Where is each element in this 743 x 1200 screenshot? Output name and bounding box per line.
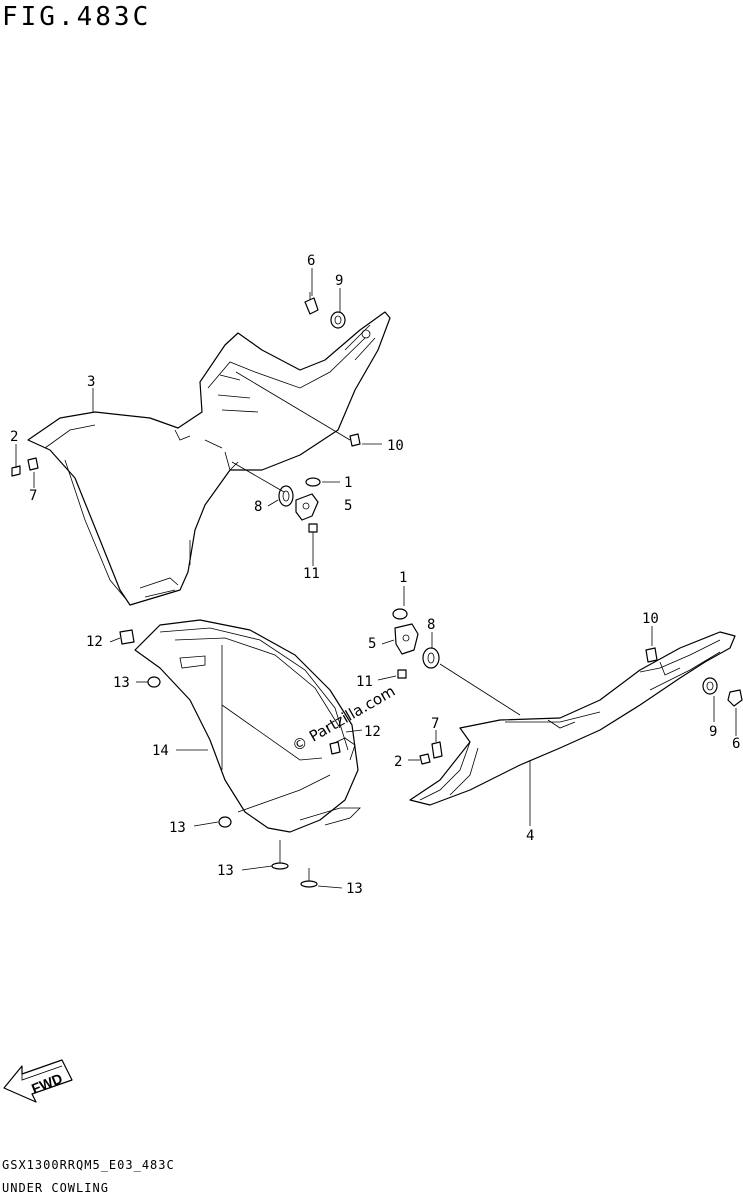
figure-name: UNDER COWLING bbox=[2, 1181, 109, 1195]
part-11-bolt-lower[interactable] bbox=[397, 669, 407, 679]
part-2-screw-lower[interactable] bbox=[419, 753, 431, 765]
part-12-clip-lower[interactable] bbox=[329, 741, 341, 755]
part-1-nut-lower[interactable] bbox=[392, 608, 408, 620]
figure-code: GSX1300RRQM5_E03_483C bbox=[2, 1158, 175, 1172]
part-12-clip-upper[interactable] bbox=[119, 629, 135, 645]
part-8-grommet-upper[interactable] bbox=[278, 485, 294, 507]
callout-13-b: 13 bbox=[169, 820, 186, 836]
leader-lines bbox=[15, 268, 737, 889]
callout-13-a: 13 bbox=[113, 675, 130, 691]
callout-13-c: 13 bbox=[217, 863, 234, 879]
callout-10-lower: 10 bbox=[642, 611, 659, 627]
callout-7-lower: 7 bbox=[431, 716, 439, 732]
part-6-screw-top[interactable] bbox=[304, 292, 319, 315]
part-10-clip-lower[interactable] bbox=[645, 647, 658, 663]
callout-5-upper: 5 bbox=[344, 498, 352, 514]
callout-4: 4 bbox=[526, 828, 534, 844]
figure-title: FIG.483C bbox=[2, 2, 152, 32]
part-10-clip-top[interactable] bbox=[349, 433, 361, 447]
callout-8-upper: 8 bbox=[254, 499, 262, 515]
fwd-arrow: FWD bbox=[3, 1059, 73, 1103]
callout-9-lower: 9 bbox=[709, 724, 717, 740]
part-13-screw-a[interactable] bbox=[147, 676, 161, 688]
part-7-nut-left[interactable] bbox=[27, 457, 39, 471]
callout-10-top: 10 bbox=[387, 438, 404, 454]
callout-1-lower: 1 bbox=[399, 570, 407, 586]
callout-13-d: 13 bbox=[346, 881, 363, 897]
callout-7-left: 7 bbox=[29, 488, 37, 504]
callout-labels: 3 6 9 10 2 7 1 5 8 11 12 13 14 13 13 13 … bbox=[10, 253, 740, 897]
callout-14: 14 bbox=[152, 743, 169, 759]
callout-2-left: 2 bbox=[10, 429, 18, 445]
part-6-screw-lower[interactable] bbox=[727, 689, 743, 707]
part-5-bracket-lower[interactable] bbox=[394, 623, 419, 655]
part-14-inner-cowling-panel[interactable] bbox=[134, 619, 361, 833]
callout-11-lower: 11 bbox=[356, 674, 373, 690]
callout-6-top: 6 bbox=[307, 253, 315, 269]
part-13-screw-c[interactable] bbox=[271, 840, 289, 870]
part-13-screw-b[interactable] bbox=[218, 816, 232, 828]
part-7-nut-lower[interactable] bbox=[431, 741, 443, 759]
part-11-bolt-upper[interactable] bbox=[308, 523, 318, 544]
part-8-grommet-lower[interactable] bbox=[422, 647, 440, 669]
callout-6-lower: 6 bbox=[732, 736, 740, 752]
callout-11-upper: 11 bbox=[303, 566, 320, 582]
callout-3: 3 bbox=[87, 374, 95, 390]
part-2-screw-left[interactable] bbox=[11, 460, 21, 477]
part-9-grommet-top[interactable] bbox=[330, 311, 346, 329]
part-9-grommet-lower[interactable] bbox=[702, 677, 718, 695]
callout-1-upper: 1 bbox=[344, 475, 352, 491]
part-1-nut-upper[interactable] bbox=[305, 477, 321, 487]
callout-12-lower: 12 bbox=[364, 724, 381, 740]
part-5-bracket-upper[interactable] bbox=[295, 493, 319, 521]
callout-8-lower: 8 bbox=[427, 617, 435, 633]
callout-5-lower: 5 bbox=[368, 636, 376, 652]
part-3-upper-cowling-panel[interactable] bbox=[27, 311, 391, 606]
part-13-screw-d[interactable] bbox=[300, 868, 318, 888]
callout-12-upper: 12 bbox=[86, 634, 103, 650]
callout-2-lower: 2 bbox=[394, 754, 402, 770]
part-4-under-cowling[interactable] bbox=[409, 631, 736, 806]
callout-9-top: 9 bbox=[335, 273, 343, 289]
